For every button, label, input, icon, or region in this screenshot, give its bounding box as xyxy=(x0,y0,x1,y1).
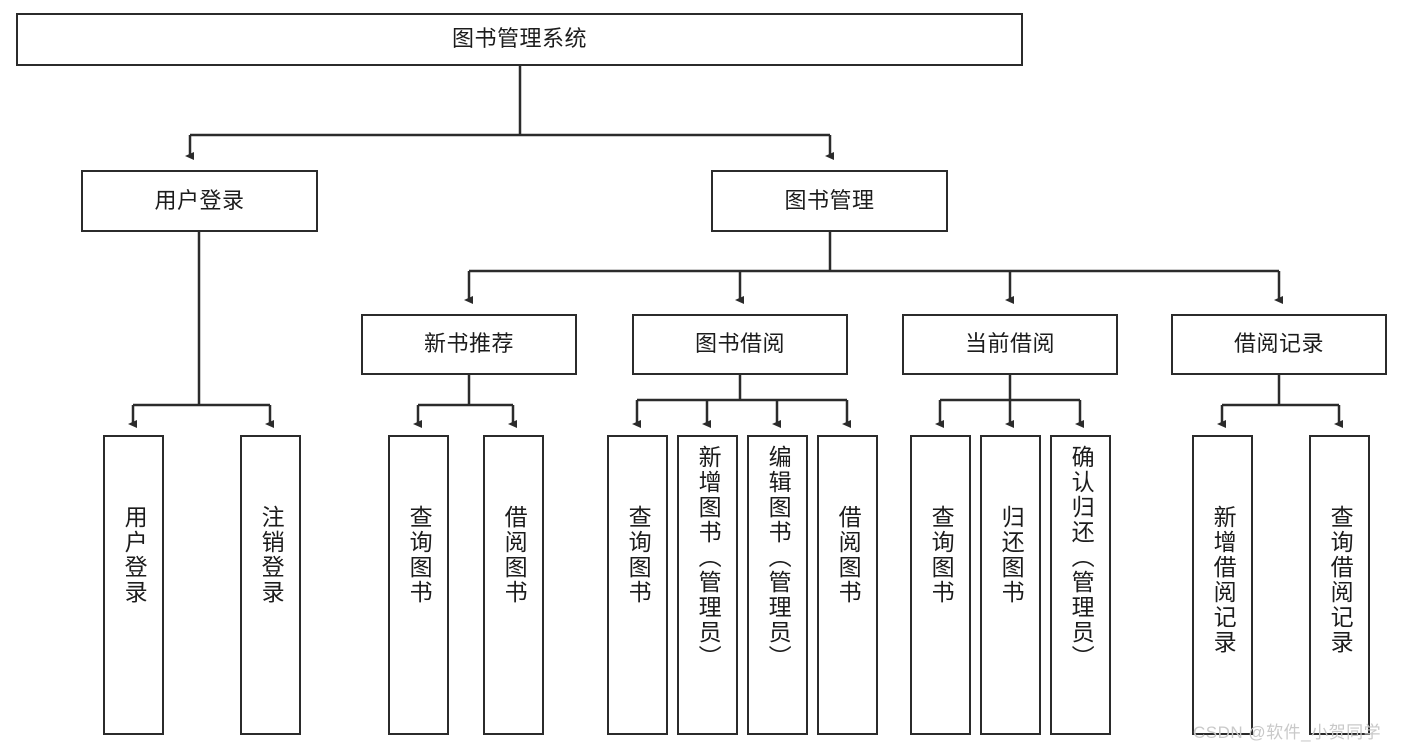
node-leaf-query-book-current[interactable]: 查询图书 xyxy=(910,435,971,735)
node-leaf-add-borrow-record-label: 新增借阅记录 xyxy=(1210,505,1237,655)
node-leaf-add-book-admin-label: 新增图书（管理员） xyxy=(695,445,722,670)
node-leaf-return-book[interactable]: 归还图书 xyxy=(980,435,1041,735)
node-book-management-label: 图书管理 xyxy=(784,187,875,213)
node-leaf-edit-book-admin-label: 编辑图书（管理员） xyxy=(765,445,792,670)
node-leaf-borrow-book-borrow-label: 借阅图书 xyxy=(835,505,862,605)
node-leaf-query-book-newbook[interactable]: 查询图书 xyxy=(388,435,449,735)
node-root[interactable]: 图书管理系统 xyxy=(16,13,1023,66)
node-new-book-recommend[interactable]: 新书推荐 xyxy=(361,314,577,375)
node-leaf-query-borrow-record-label: 查询借阅记录 xyxy=(1327,505,1354,655)
node-book-borrow[interactable]: 图书借阅 xyxy=(632,314,848,375)
node-leaf-query-book-borrow-label: 查询图书 xyxy=(625,505,652,605)
node-new-book-recommend-label: 新书推荐 xyxy=(423,331,514,357)
node-current-borrow[interactable]: 当前借阅 xyxy=(902,314,1118,375)
node-root-label: 图书管理系统 xyxy=(451,26,587,52)
node-leaf-query-book-current-label: 查询图书 xyxy=(928,505,955,605)
node-leaf-edit-book-admin[interactable]: 编辑图书（管理员） xyxy=(747,435,808,735)
node-leaf-query-borrow-record[interactable]: 查询借阅记录 xyxy=(1309,435,1370,735)
node-leaf-borrow-book-newbook[interactable]: 借阅图书 xyxy=(483,435,544,735)
node-leaf-confirm-return-admin[interactable]: 确认归还（管理员） xyxy=(1050,435,1111,735)
node-leaf-user-login-label: 用户登录 xyxy=(121,505,148,605)
node-borrow-record[interactable]: 借阅记录 xyxy=(1171,314,1387,375)
node-book-management[interactable]: 图书管理 xyxy=(711,170,948,232)
node-user-login[interactable]: 用户登录 xyxy=(81,170,318,232)
node-borrow-record-label: 借阅记录 xyxy=(1233,331,1324,357)
node-leaf-logout[interactable]: 注销登录 xyxy=(240,435,301,735)
node-user-login-label: 用户登录 xyxy=(154,187,245,213)
node-leaf-confirm-return-admin-label: 确认归还（管理员） xyxy=(1068,445,1095,670)
node-leaf-return-book-label: 归还图书 xyxy=(998,505,1025,605)
node-leaf-borrow-book-borrow[interactable]: 借阅图书 xyxy=(817,435,878,735)
node-leaf-query-book-borrow[interactable]: 查询图书 xyxy=(607,435,668,735)
node-leaf-logout-label: 注销登录 xyxy=(258,505,285,605)
node-leaf-user-login[interactable]: 用户登录 xyxy=(103,435,164,735)
node-leaf-borrow-book-newbook-label: 借阅图书 xyxy=(501,505,528,605)
node-current-borrow-label: 当前借阅 xyxy=(964,331,1055,357)
node-leaf-add-borrow-record[interactable]: 新增借阅记录 xyxy=(1192,435,1253,735)
watermark: CSDN @软件_小贺同学 xyxy=(1193,723,1382,742)
node-leaf-add-book-admin[interactable]: 新增图书（管理员） xyxy=(677,435,738,735)
node-book-borrow-label: 图书借阅 xyxy=(694,331,785,357)
node-leaf-query-book-newbook-label: 查询图书 xyxy=(406,505,433,605)
